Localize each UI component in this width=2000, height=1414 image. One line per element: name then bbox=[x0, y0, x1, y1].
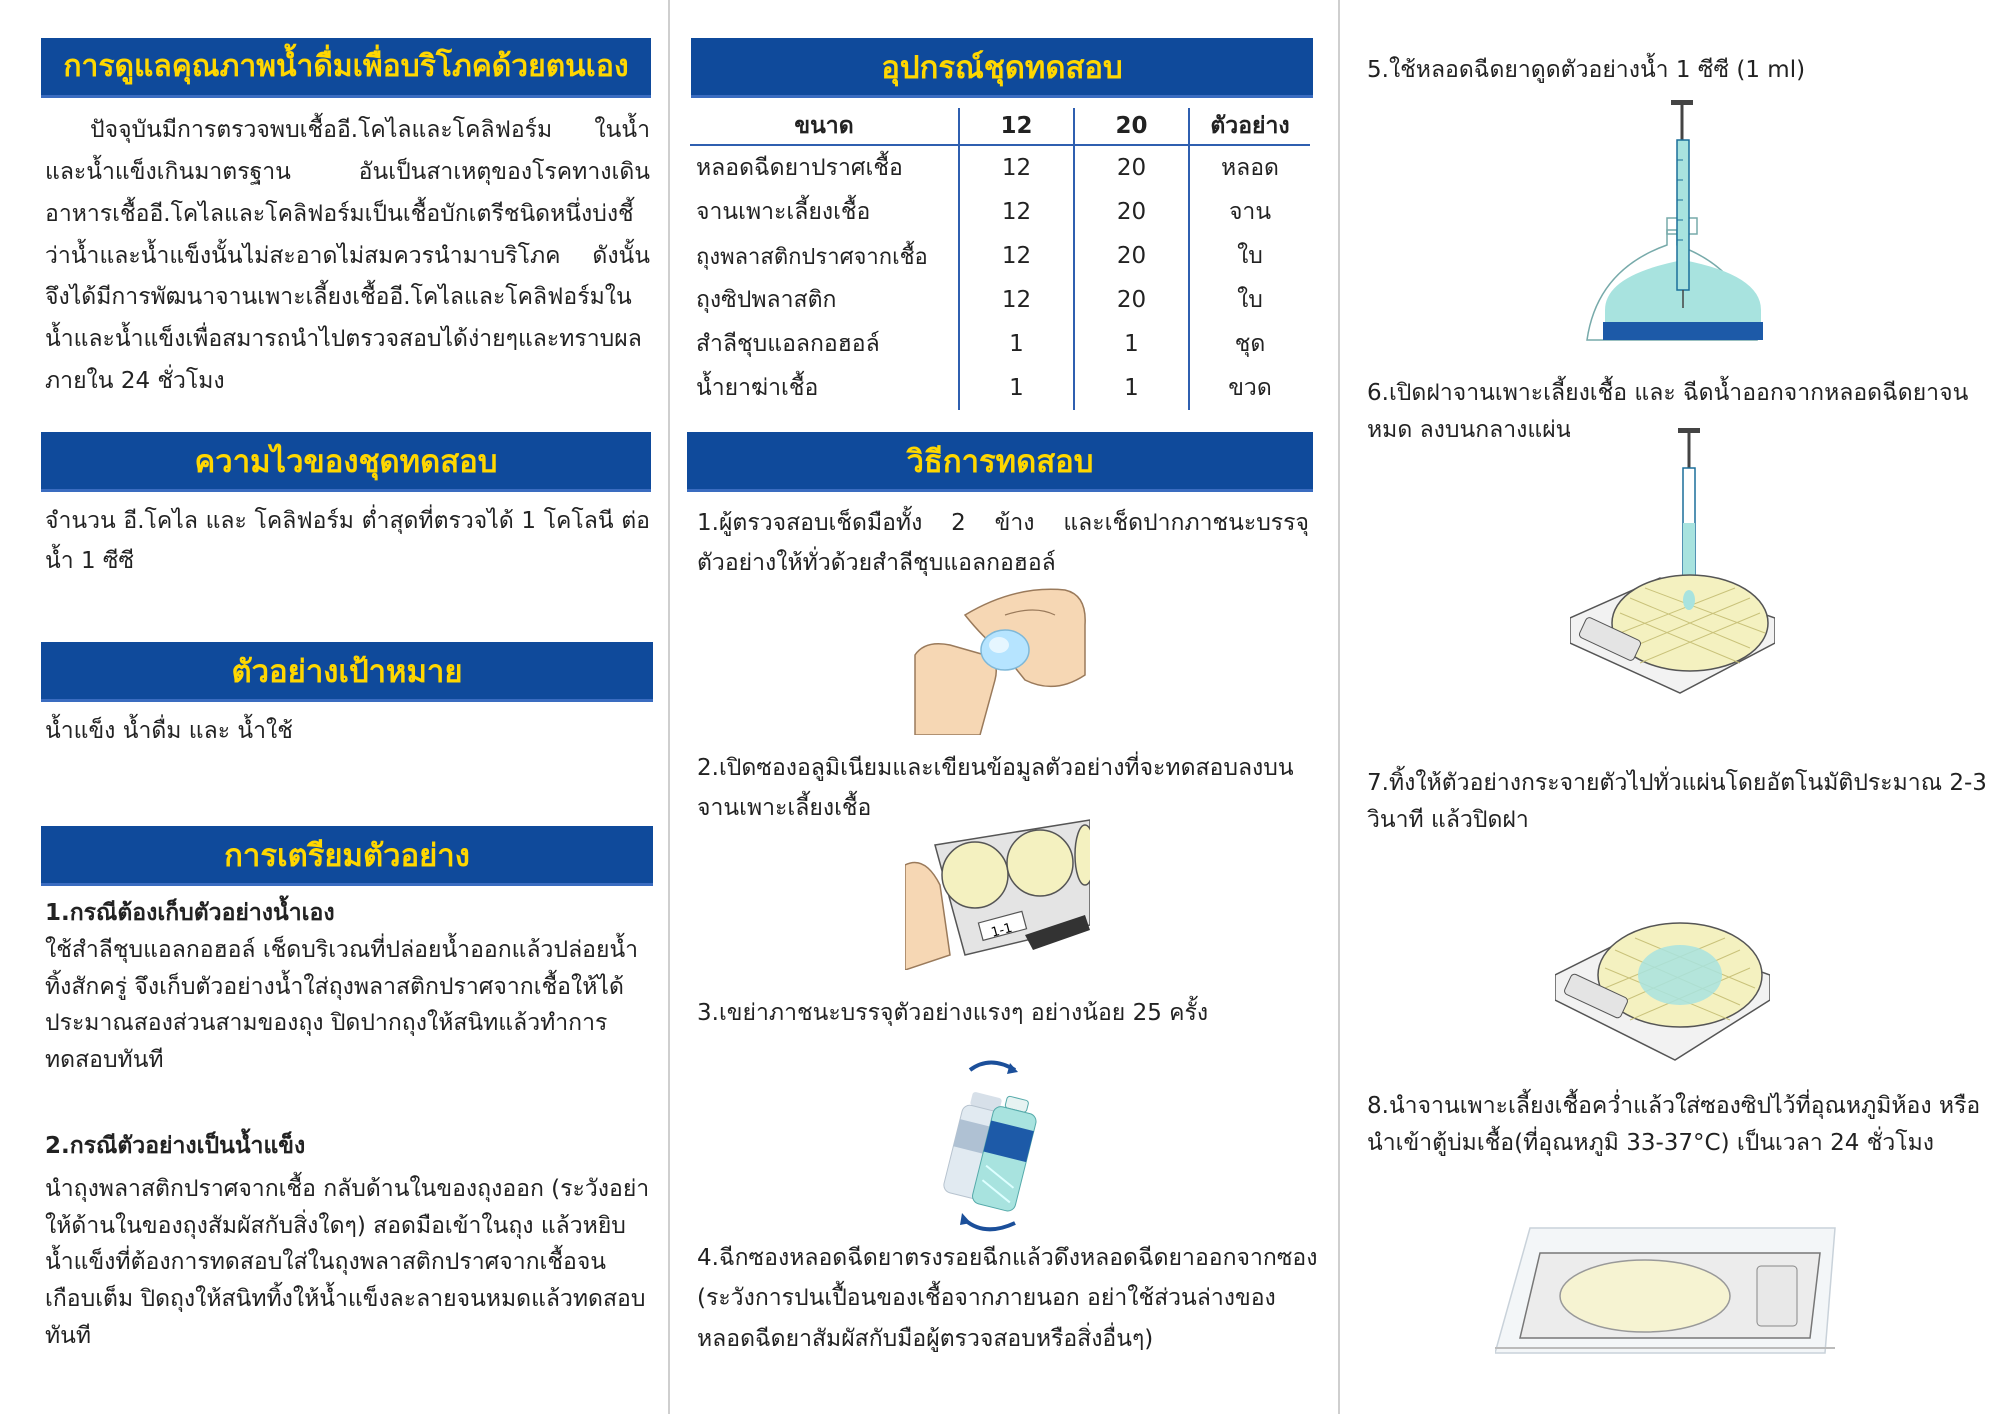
table-cell: จานเพาะเลี้ยงเชื้อ bbox=[696, 199, 871, 225]
case2-block: 2.กรณีตัวอย่างเป็นน้ำแข็ง นำถุงพลาสติกปร… bbox=[45, 1128, 650, 1355]
table-cell: 20 bbox=[1073, 190, 1189, 234]
sensitivity-text: จำนวน อี.โคไล และ โคลิฟอร์ม ต่ำสุดที่ตรว… bbox=[45, 508, 650, 575]
table-cell: 20 bbox=[1073, 234, 1189, 278]
heading-target: ตัวอย่างเป้าหมาย bbox=[41, 642, 653, 702]
table-row: สำลีชุบแอลกอฮอล์ 1 1 ชุด bbox=[690, 322, 1310, 366]
equipment-table: ขนาด 12 20 ตัวอย่าง หลอดฉีดยาปราศเชื้อ 1… bbox=[690, 108, 1310, 410]
shake-bottle-illustration bbox=[940, 1045, 1050, 1240]
case1-text: ใช้สำลีชุบแอลกอฮอล์ เช็ดบริเวณที่ปล่อยน้… bbox=[45, 936, 639, 1074]
table-header-20: 20 bbox=[1073, 108, 1189, 146]
step3-text: 3.เขย่าภาชนะบรรจุตัวอย่างแรงๆ อย่างน้อย … bbox=[697, 1000, 1209, 1026]
table-cell: 20 bbox=[1073, 145, 1189, 190]
step4-text: 4.ฉีกซองหลอดฉีดยาตรงรอยฉีกแล้วดึงหลอดฉีด… bbox=[697, 1245, 1318, 1352]
table-cell: 20 bbox=[1073, 278, 1189, 322]
table-cell: สำลีชุบแอลกอฮอล์ bbox=[696, 331, 880, 357]
table-cell: จาน bbox=[1188, 190, 1310, 234]
case2-text: นำถุงพลาสติกปราศจากเชื้อ กลับด้านในของถุ… bbox=[45, 1175, 650, 1349]
table-cell: ใบ bbox=[1188, 234, 1310, 278]
heading-sensitivity: ความไวของชุดทดสอบ bbox=[41, 432, 651, 492]
case1-title: 1.กรณีต้องเก็บตัวอย่างน้ำเอง bbox=[45, 900, 335, 926]
step8-text: 8.นำจานเพาะเลี้ยงเชื้อคว่ำแล้วใส่ซองซิปไ… bbox=[1367, 1093, 1981, 1156]
table-header-unit: ตัวอย่าง bbox=[1188, 108, 1310, 146]
heading-method: วิธีการทดสอบ bbox=[687, 432, 1313, 492]
column-divider-left bbox=[668, 0, 670, 1414]
step2-text: 2.เปิดซองอลูมิเนียมและเขียนข้อมูลตัวอย่า… bbox=[697, 755, 1294, 822]
step7-text: 7.ทิ้งให้ตัวอย่างกระจายตัวไปทั่วแผ่นโดยอ… bbox=[1367, 770, 1987, 833]
plate-spread-illustration bbox=[1555, 880, 1770, 1070]
intro-paragraph: ปัจจุบันมีการตรวจพบเชื้ออี.โคไลและโคลิฟอ… bbox=[45, 117, 650, 395]
table-cell: ถุงพลาสติกปราศจากเชื้อ bbox=[696, 244, 928, 270]
table-cell: 12 bbox=[958, 145, 1074, 190]
table-cell: หลอดฉีดยาปราศเชื้อ bbox=[696, 155, 903, 181]
table-row: ถุงพลาสติกปราศจากเชื้อ 12 20 ใบ bbox=[690, 234, 1310, 278]
table-cell: 1 bbox=[1073, 322, 1189, 366]
table-header-12: 12 bbox=[958, 108, 1074, 146]
step6-text: 6.เปิดฝาจานเพาะเลี้ยงเชื้อ และ ฉีดน้ำออก… bbox=[1367, 380, 1969, 443]
syringe-inoculate-illustration bbox=[1570, 428, 1775, 698]
table-row: หลอดฉีดยาปราศเชื้อ 12 20 หลอด bbox=[690, 145, 1310, 190]
plate-label-text: 1-1 bbox=[990, 921, 1014, 941]
column-divider-right bbox=[1338, 0, 1340, 1414]
target-text: น้ำแข็ง น้ำดื่ม และ น้ำใช้ bbox=[45, 718, 293, 744]
syringe-draw-illustration bbox=[1545, 100, 1800, 345]
table-row: จานเพาะเลี้ยงเชื้อ 12 20 จาน bbox=[690, 190, 1310, 234]
table-cell: 12 bbox=[958, 278, 1074, 322]
table-cell: ขวด bbox=[1188, 366, 1310, 410]
table-cell: 1 bbox=[1073, 366, 1189, 410]
table-cell: 12 bbox=[958, 234, 1074, 278]
table-cell: ชุด bbox=[1188, 322, 1310, 366]
plate-in-bag-illustration bbox=[1495, 1218, 1840, 1358]
heading-prep: การเตรียมตัวอย่าง bbox=[41, 826, 653, 886]
table-header-row: ขนาด 12 20 ตัวอย่าง bbox=[690, 108, 1310, 146]
step5-text: 5.ใช้หลอดฉีดยาดูดตัวอย่างน้ำ 1 ซีซี (1 m… bbox=[1367, 57, 1806, 83]
table-cell: ใบ bbox=[1188, 278, 1310, 322]
table-cell: 1 bbox=[958, 366, 1074, 410]
step1-text: 1.ผู้ตรวจสอบเช็ดมือทั้ง 2 ข้าง และเช็ดปา… bbox=[697, 510, 1309, 577]
case2-title: 2.กรณีตัวอย่างเป็นน้ำแข็ง bbox=[45, 1133, 306, 1159]
table-cell: น้ำยาฆ่าเชื้อ bbox=[696, 375, 819, 401]
case1-block: 1.กรณีต้องเก็บตัวอย่างน้ำเอง ใช้สำลีชุบแ… bbox=[45, 895, 650, 1079]
table-cell: 12 bbox=[958, 190, 1074, 234]
table-cell: ถุงซิปพลาสติก bbox=[696, 287, 837, 313]
label-plate-illustration: 1-1 bbox=[905, 805, 1090, 970]
table-row: น้ำยาฆ่าเชื้อ 1 1 ขวด bbox=[690, 366, 1310, 410]
table-cell: หลอด bbox=[1188, 145, 1310, 190]
heading-main: การดูแลคุณภาพน้ำดื่มเพื่อบริโภคด้วยตนเอง bbox=[41, 38, 651, 98]
table-cell: 1 bbox=[958, 322, 1074, 366]
heading-equipment: อุปกรณ์ชุดทดสอบ bbox=[691, 38, 1313, 98]
cotton-wipe-illustration bbox=[905, 585, 1090, 735]
table-header-size: ขนาด bbox=[690, 108, 959, 146]
table-row: ถุงซิปพลาสติก 12 20 ใบ bbox=[690, 278, 1310, 322]
